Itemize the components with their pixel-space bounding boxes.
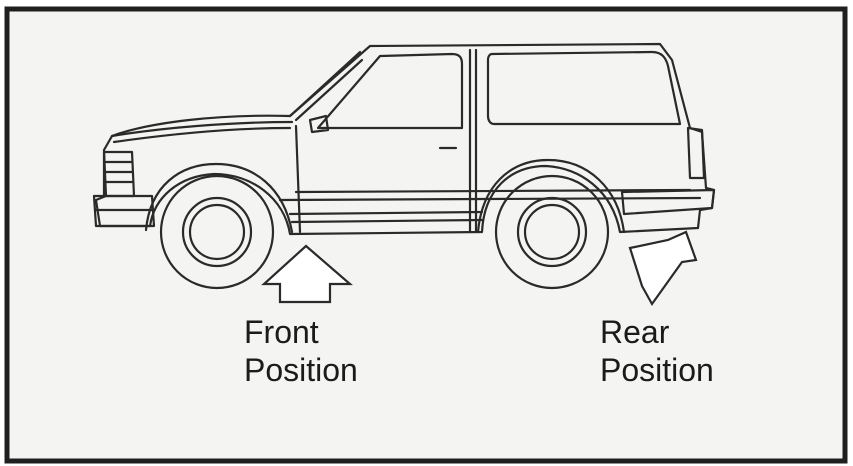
diagram-panel bbox=[7, 9, 845, 461]
rear-label-line1: Rear bbox=[600, 313, 714, 351]
front-label-line2: Position bbox=[244, 351, 358, 389]
rear-label-line2: Position bbox=[600, 351, 714, 389]
front-position-label: Front Position bbox=[244, 313, 358, 389]
rear-position-label: Rear Position bbox=[600, 313, 714, 389]
front-label-line1: Front bbox=[244, 313, 358, 351]
